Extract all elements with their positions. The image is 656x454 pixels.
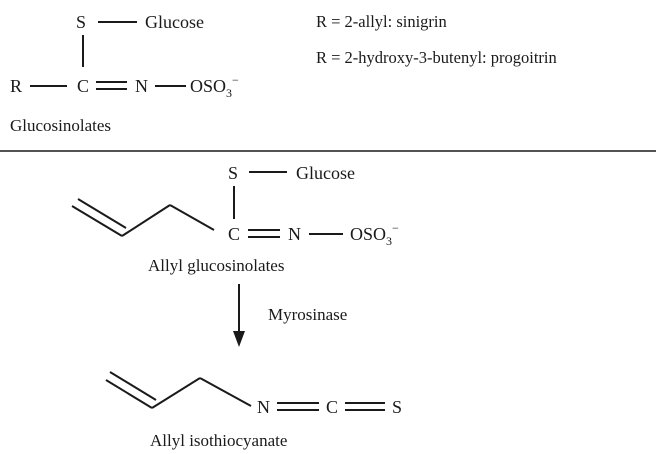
glucosinolate-structure: S Glucose R C N OSO3− Glucosinolates <box>10 12 239 135</box>
r-group: R <box>10 76 22 96</box>
allyl-bond-1 <box>121 204 171 237</box>
allyl-double-bond-a <box>105 379 153 409</box>
sulfur-atom: S <box>228 163 238 183</box>
allyl-bond-1 <box>151 377 201 409</box>
carbon-atom: C <box>326 397 338 417</box>
r-group-definitions: R = 2-allyl: sinigrin R = 2-hydroxy-3-bu… <box>316 12 557 67</box>
allyl-bond-2 <box>169 204 215 231</box>
reaction-arrow: Myrosinase <box>233 284 347 347</box>
allyl-glucosinolates-caption: Allyl glucosinolates <box>148 256 284 275</box>
progoitrin-definition: R = 2-hydroxy-3-butenyl: progoitrin <box>316 48 557 67</box>
carbon-atom: C <box>228 224 240 244</box>
nitrogen-atom: N <box>257 397 270 417</box>
allyl-glucosinolate-structure: S Glucose C N OSO3− Allyl glucosinolates <box>71 163 399 275</box>
allyl-double-bond-a <box>71 205 123 237</box>
carbon-atom: C <box>77 76 89 96</box>
enzyme-label: Myrosinase <box>268 305 347 324</box>
allyl-isothiocyanate-caption: Allyl isothiocyanate <box>150 431 287 450</box>
glucose-label: Glucose <box>145 12 204 32</box>
glucose-label: Glucose <box>296 163 355 183</box>
allyl-double-bond-b <box>109 371 157 401</box>
allyl-bond-2 <box>199 377 252 407</box>
sulfur-atom: S <box>392 397 402 417</box>
sinigrin-definition: R = 2-allyl: sinigrin <box>316 12 447 31</box>
allyl-double-bond-b <box>77 198 127 229</box>
sulfate-group: OSO3− <box>350 221 399 248</box>
arrow-head <box>233 331 245 347</box>
nitrogen-atom: N <box>288 224 301 244</box>
glucosinolates-caption: Glucosinolates <box>10 116 111 135</box>
sulfate-group: OSO3− <box>190 73 239 100</box>
sulfur-atom: S <box>76 12 86 32</box>
allyl-isothiocyanate-structure: N C S Allyl isothiocyanate <box>105 371 402 450</box>
nitrogen-atom: N <box>135 76 148 96</box>
